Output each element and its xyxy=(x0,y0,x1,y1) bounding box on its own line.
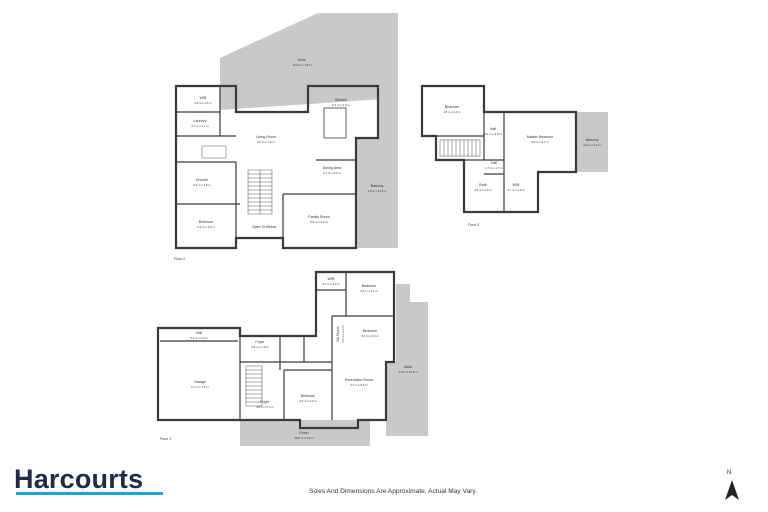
room-dims: 3.0 m x 12.5 m xyxy=(367,189,387,193)
room-dims: 3.3 m x 3.3 m xyxy=(361,334,379,338)
room-label: Balcony xyxy=(371,184,384,188)
room-label: Kitchen xyxy=(335,98,347,102)
room-label: Ski Room xyxy=(336,326,340,342)
room-label: Bedroom xyxy=(362,284,377,288)
porch-area xyxy=(240,420,370,446)
room-label: Balcony xyxy=(586,138,599,142)
room-dims: 3.7 m x 1.6 m xyxy=(322,282,340,286)
room-dims: 10.0 m x 7.8 m xyxy=(292,63,312,67)
floor-2-plan: Deck 10.0 m x 7.8 m WIR 4.5 m x 1.4 m La… xyxy=(174,13,398,261)
room-label: WIR xyxy=(513,183,520,187)
stair-landing xyxy=(201,145,227,159)
deck-area xyxy=(386,284,428,436)
room-label: WIR xyxy=(328,277,335,281)
room-label: Recreation Room xyxy=(345,378,373,382)
room-label: WIR xyxy=(200,96,207,100)
floor-3-stairs xyxy=(439,139,481,157)
balcony-area xyxy=(576,112,608,172)
floor-1-stairs xyxy=(245,365,263,407)
room-label: Bedroom xyxy=(199,220,214,224)
room-dims: 3.7 m x 6.6 m xyxy=(350,383,368,387)
room-label: Deck xyxy=(404,365,412,369)
room-label: Bedroom xyxy=(363,329,378,333)
floor-1-plan: WIR 3.7 m x 1.6 m Bedroom 3.6 m x 4.1 m … xyxy=(156,270,428,446)
room-label: Master Bedroom xyxy=(527,135,554,139)
room-dims: 3.1 m x 3.8 m xyxy=(484,132,502,136)
room-dims: 3.4 m x 4.0 m xyxy=(583,143,601,147)
room-label: Dining Area xyxy=(323,166,342,170)
room-dims: 5.7 m x 3.1 m xyxy=(323,171,341,175)
room-dims: 4.5 m x 1.4 m xyxy=(194,101,212,105)
room-label: Bath xyxy=(479,183,486,187)
room-label: Living Room xyxy=(256,135,276,139)
room-dims: 6.7 m x 7.8 m xyxy=(191,385,209,389)
room-dims: 6.2 m x 3.5 m xyxy=(193,183,211,187)
room-label: Deck xyxy=(298,58,306,62)
room-dims: 10.0 m x 2.8 m xyxy=(294,436,314,440)
room-label: Foyer xyxy=(255,340,265,344)
room-dims: 2.7 m x 1.7 m xyxy=(485,166,503,170)
floor-label: Floor 3 xyxy=(468,223,479,227)
room-label: Foyer xyxy=(260,400,270,404)
kitchen-island xyxy=(323,107,347,139)
room-dims: 3.2 m x 2.7 m xyxy=(191,124,209,128)
room-dims: 3.8 m x 5.3 m xyxy=(256,405,274,409)
room-dims: 3.6 m x 4.1 m xyxy=(360,289,378,293)
north-arrow-icon: N xyxy=(722,470,742,504)
floor-label: Floor 1 xyxy=(160,437,171,441)
room-label: Family Room xyxy=(308,215,329,219)
room-dims: 6.2 m x 3.8 m xyxy=(197,225,215,229)
compass-label: N xyxy=(727,470,732,476)
room-label: Bedroom xyxy=(445,105,460,109)
room-label: Porch xyxy=(299,431,308,435)
room-dims: 5.6 m x 4.0 m xyxy=(310,220,328,224)
floor-3-plan: Bedroom 4.8 m x 4.3 m Hall 3.1 m x 3.8 m… xyxy=(420,84,608,227)
room-label: Hall xyxy=(490,127,496,131)
room-label: Bedroom xyxy=(301,394,316,398)
room-dims: 4.8 m x 4.3 m xyxy=(443,110,461,114)
room-label: Hall xyxy=(491,161,497,165)
disclaimer-text: Sizes And Dimensions Are Approximate, Ac… xyxy=(309,488,477,495)
room-dims: 4.5 m x 4.4 m xyxy=(299,399,317,403)
room-dims: 6.1 m x 4.9 m xyxy=(332,103,350,107)
room-label: Laundry xyxy=(194,119,207,123)
room-label: Open To Below xyxy=(252,225,277,229)
harcourts-logo: Harcourts xyxy=(14,464,144,494)
balcony-area xyxy=(356,98,398,248)
floor-label: Floor 2 xyxy=(174,257,185,261)
room-label: Garage xyxy=(194,380,206,384)
room-label: Hall xyxy=(196,331,202,335)
room-dims: 2.7 m x 1.5 m xyxy=(507,188,525,192)
floor-1-outline xyxy=(156,270,396,430)
room-label: Ensuite xyxy=(196,178,208,182)
room-dims: 5.0 m x 2.6 m xyxy=(341,325,345,343)
logo-accent-bar xyxy=(16,492,163,495)
room-dims: 2.8 m x 12.5 m xyxy=(398,370,418,374)
room-dims: 5.3 m x 1.3 m xyxy=(190,336,208,340)
room-dims: 5.8 m x 3.7 m xyxy=(531,140,549,144)
floor-2-stairs xyxy=(247,169,273,215)
room-dims: 3.4 m x 2.0 m xyxy=(474,188,492,192)
room-dims: 6.0 m x 7.3 m xyxy=(257,140,275,144)
room-dims: 2.8 m x 1.9 m xyxy=(251,345,269,349)
floor-2-outline xyxy=(174,84,380,250)
